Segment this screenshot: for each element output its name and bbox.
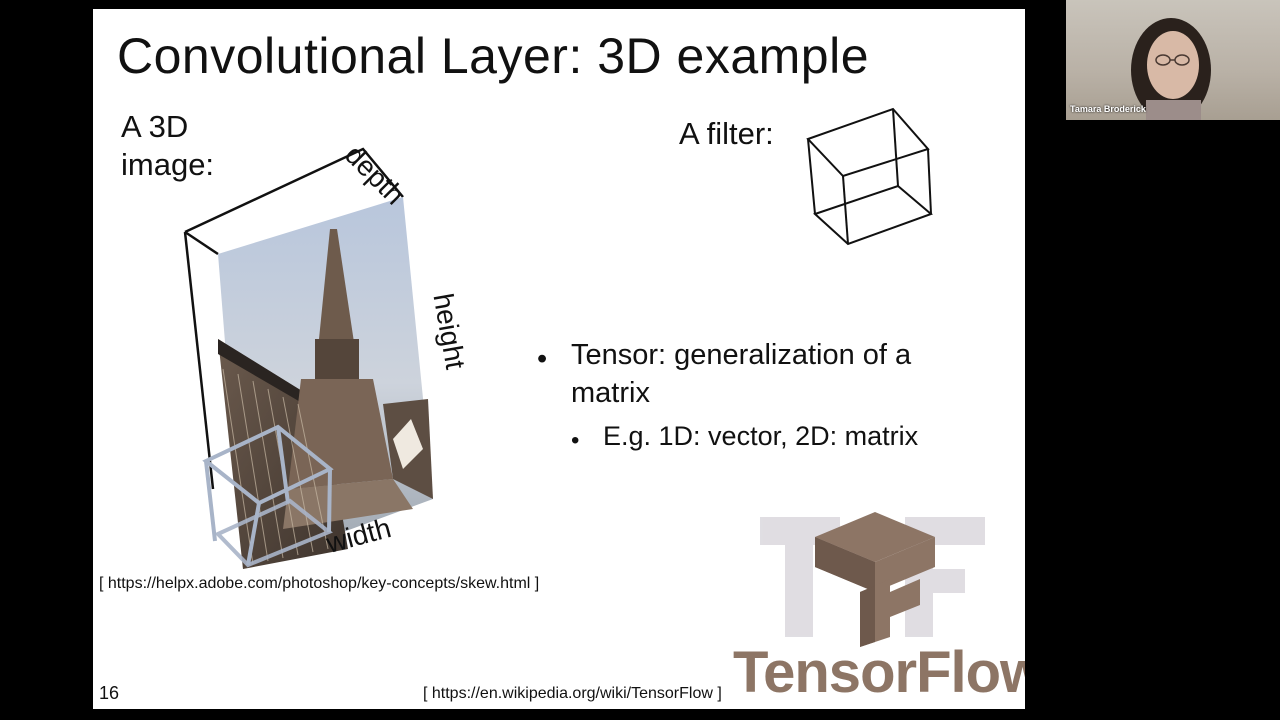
- slide-number: 16: [99, 683, 120, 703]
- webcam-thumbnail[interactable]: Tamara Broderick: [1066, 0, 1280, 120]
- tensorflow-word-part2: Flow: [916, 640, 1025, 705]
- participant-name: Tamara Broderick: [1070, 104, 1146, 114]
- bullet-1-line2: matrix: [571, 377, 650, 409]
- bullet-2: E.g. 1D: vector, 2D: matrix: [603, 421, 919, 451]
- image-label-line1: A 3D: [121, 109, 189, 144]
- participant-silhouette: [1131, 18, 1211, 120]
- 3d-image-box: [183, 147, 433, 569]
- tensorflow-logo-icon: [760, 512, 985, 647]
- bullet-dot-1: •: [537, 343, 548, 375]
- cathedral-photo: [218, 197, 433, 569]
- filter-cube-icon: [806, 107, 933, 246]
- image-label-line2: image:: [121, 147, 215, 182]
- bullet-1-line1: Tensor: generalization of a: [571, 339, 912, 371]
- filter-overlay-cube: [202, 424, 334, 568]
- tensorflow-wordmark: TensorFlow: [733, 639, 1025, 706]
- slide-title: Convolutional Layer: 3D example: [117, 28, 870, 84]
- citation-wikipedia: [ https://en.wikipedia.org/wiki/TensorFl…: [423, 685, 722, 702]
- tensorflow-word-part1: Tensor: [733, 640, 917, 705]
- bullet-dot-2: •: [571, 427, 580, 454]
- citation-adobe: [ https://helpx.adobe.com/photoshop/key-…: [99, 575, 540, 592]
- slide: Convolutional Layer: 3D example A 3D ima…: [93, 9, 1025, 709]
- filter-label: A filter:: [679, 116, 774, 151]
